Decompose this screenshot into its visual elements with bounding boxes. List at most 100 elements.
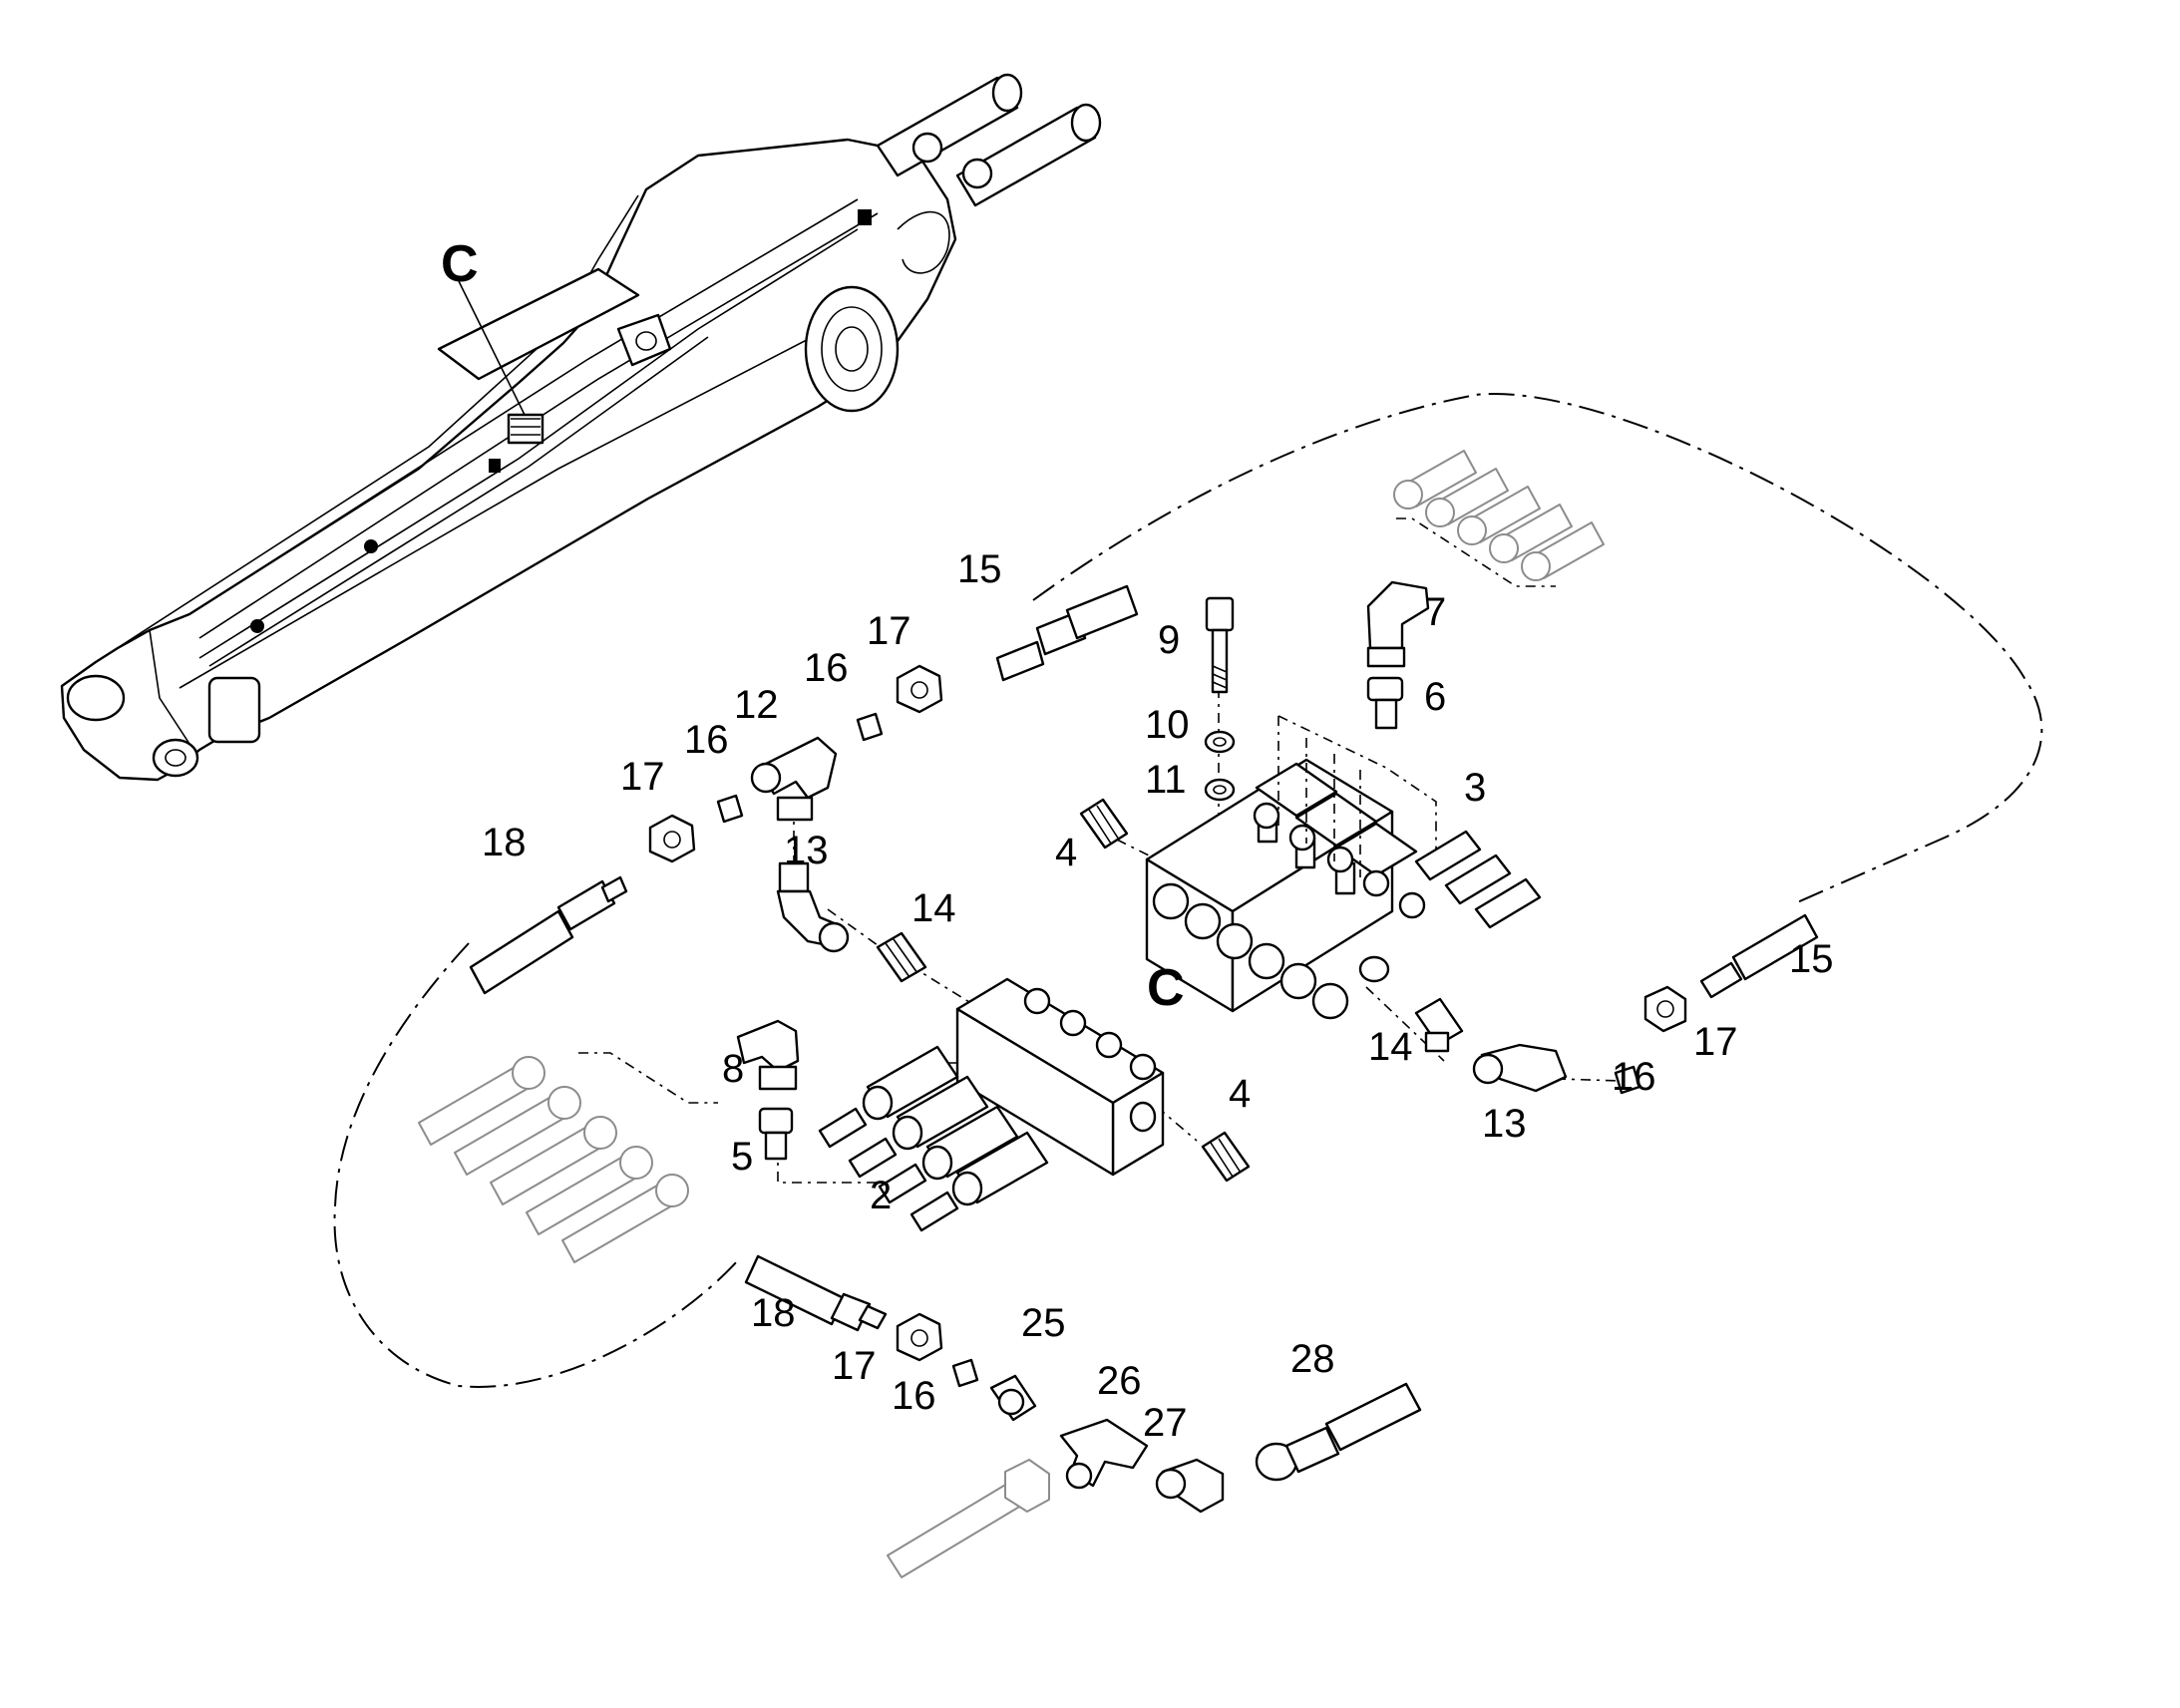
hose-28 bbox=[1255, 1382, 1422, 1482]
block-lower-port bbox=[1129, 1101, 1157, 1133]
callout-c17b: 17 bbox=[620, 755, 665, 799]
distributor-block-lower bbox=[818, 977, 1165, 1232]
grease-clip-1 bbox=[250, 619, 264, 633]
elbow-27 bbox=[1155, 1458, 1225, 1514]
hose-15-right bbox=[1699, 913, 1819, 999]
block-hex-plugs bbox=[1152, 882, 1349, 1020]
distributor-block-upper bbox=[1145, 716, 1542, 1020]
boom-rib bbox=[188, 198, 859, 615]
callout-c15b: 15 bbox=[1789, 937, 1834, 981]
fitting-14-upper bbox=[876, 931, 927, 983]
lead-3-hoses bbox=[1277, 715, 1437, 857]
callout-c5: 5 bbox=[731, 1135, 753, 1179]
sensor-tips-lower bbox=[818, 1107, 959, 1232]
callout-c27: 27 bbox=[1143, 1401, 1188, 1445]
callout-c2: 2 bbox=[870, 1174, 892, 1217]
grease-ports-upper bbox=[1253, 802, 1426, 919]
nut-17-left bbox=[648, 814, 696, 863]
elbow-13-right bbox=[1472, 1043, 1568, 1093]
ferrule-16-lower bbox=[951, 1358, 979, 1388]
circuit-upper bbox=[1032, 393, 2043, 904]
grease-clip-2 bbox=[364, 539, 378, 553]
boom-lug bbox=[616, 313, 672, 367]
fitting-25 bbox=[989, 1374, 1037, 1422]
boom-assembly: C bbox=[60, 73, 1102, 782]
view-c-leader bbox=[458, 280, 526, 416]
boom-hook-plate bbox=[897, 210, 950, 274]
grease-line-1 bbox=[198, 228, 859, 659]
bracket-dashes-3 bbox=[1277, 716, 1361, 877]
boom-foot-boss bbox=[66, 674, 126, 722]
washer-10 bbox=[1204, 730, 1236, 754]
adapter-5 bbox=[758, 1107, 794, 1161]
callout-c16c: 16 bbox=[1612, 1055, 1656, 1099]
callout-c6: 6 bbox=[1424, 675, 1446, 719]
plug-4-upper bbox=[1079, 798, 1129, 850]
callout-c25: 25 bbox=[1021, 1301, 1066, 1345]
hose-set-lower-ghost bbox=[418, 1056, 689, 1263]
block-lower-bosses bbox=[1023, 987, 1157, 1081]
washer-11 bbox=[1204, 778, 1236, 802]
callout-c18b: 18 bbox=[751, 1291, 796, 1335]
circuit-lower bbox=[333, 942, 739, 1388]
view-letter: C bbox=[441, 235, 479, 293]
callout-c9: 9 bbox=[1158, 618, 1180, 662]
callout-c17a: 17 bbox=[867, 609, 911, 653]
grease-clip-3 bbox=[489, 459, 501, 473]
tee-26 bbox=[1059, 1418, 1149, 1490]
callout-c11: 11 bbox=[1145, 758, 1187, 802]
callout-c13b: 13 bbox=[1482, 1102, 1527, 1146]
callout-c4a: 4 bbox=[1055, 831, 1077, 874]
tee-12 bbox=[750, 736, 838, 822]
lead-4a bbox=[1116, 839, 1158, 860]
callout-c14b: 14 bbox=[1368, 1025, 1413, 1069]
callout-c8: 8 bbox=[722, 1047, 744, 1091]
callout-c7: 7 bbox=[1424, 590, 1446, 634]
grease-clip-4 bbox=[858, 209, 872, 225]
metering-valves-lower bbox=[862, 1045, 1049, 1206]
hose-set-upper-ghost bbox=[1393, 450, 1605, 581]
callout-c14a: 14 bbox=[911, 886, 956, 930]
block-port bbox=[1358, 955, 1390, 983]
callout-c16a: 16 bbox=[804, 646, 849, 690]
callout-c17c: 17 bbox=[1693, 1020, 1738, 1064]
nut-17-right bbox=[1643, 985, 1687, 1033]
ferrule-16-upper bbox=[856, 712, 884, 742]
boom-cylinder-boss bbox=[804, 285, 900, 413]
tube-ghost-bottom bbox=[887, 1459, 1050, 1578]
grease-line-2 bbox=[208, 336, 709, 667]
ferrule-16-mid bbox=[716, 794, 744, 824]
boom-cylinder-tube bbox=[437, 267, 640, 381]
hose-18-lower bbox=[744, 1254, 888, 1332]
lead-13b-16 bbox=[1555, 1078, 1623, 1082]
callout-c16d: 16 bbox=[892, 1374, 936, 1418]
bolt-9 bbox=[1205, 596, 1235, 694]
callout-c16b: 16 bbox=[684, 718, 729, 762]
nut-17-upper bbox=[896, 664, 943, 714]
elbow-8 bbox=[736, 1019, 800, 1091]
lead-14-13b bbox=[1365, 986, 1445, 1062]
callout-c15a: 15 bbox=[957, 547, 1002, 591]
fitting-14-right bbox=[1414, 997, 1464, 1053]
callout-c3: 3 bbox=[1464, 766, 1486, 810]
detail-letter: C bbox=[1147, 959, 1185, 1017]
hose-15-left bbox=[995, 584, 1139, 682]
callout-labels: 2344567891011121313141415151616161617171… bbox=[482, 547, 1834, 1445]
arm-cylinders bbox=[876, 73, 1102, 207]
hose-18-upper bbox=[469, 875, 628, 995]
ferrule-16-right bbox=[1614, 1065, 1641, 1095]
nut-17-lower bbox=[896, 1312, 943, 1362]
boom-side-edge bbox=[149, 629, 190, 745]
elbow-13-upper bbox=[776, 861, 850, 953]
plug-4-lower bbox=[1201, 1131, 1251, 1183]
fitting-6-adapter bbox=[1366, 676, 1404, 730]
fitting-7-elbow bbox=[1366, 580, 1430, 668]
boom-side-plate bbox=[207, 676, 261, 744]
callout-c12: 12 bbox=[734, 683, 779, 727]
callout-c10: 10 bbox=[1145, 703, 1190, 747]
boom-lower-line bbox=[179, 328, 829, 689]
boom-foot-pin bbox=[152, 738, 199, 778]
callout-c13a: 13 bbox=[784, 829, 829, 872]
callout-c28: 28 bbox=[1290, 1337, 1335, 1381]
hose-ends-block-upper bbox=[1414, 830, 1542, 929]
